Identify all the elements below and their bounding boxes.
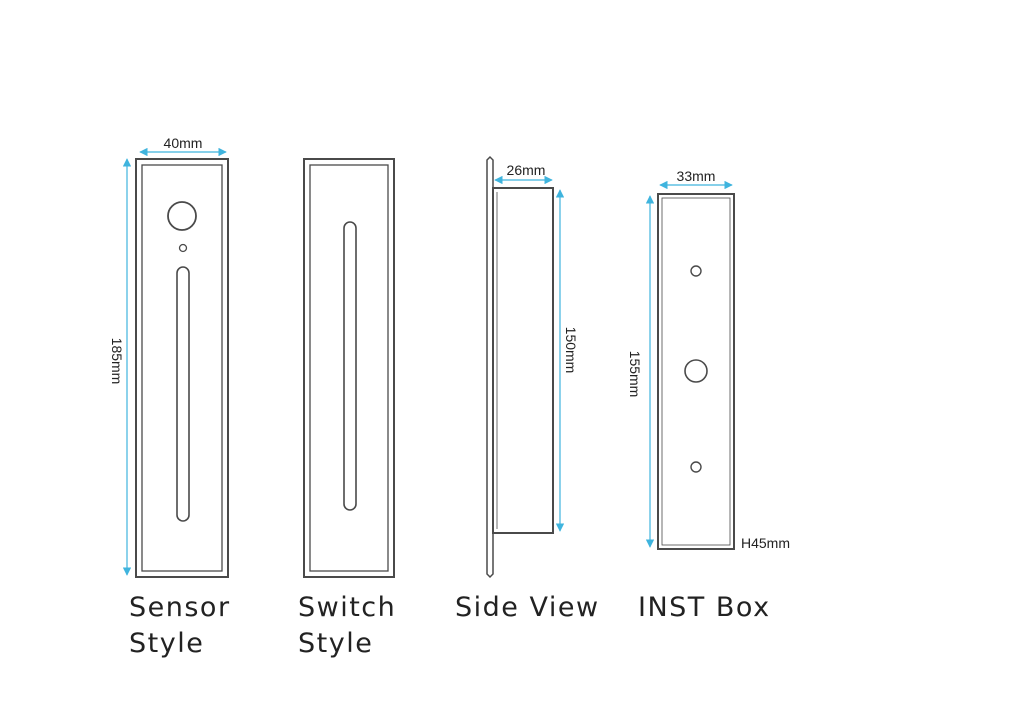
side-depth-label: 26mm: [507, 162, 546, 178]
side-height-label: 150mm: [563, 327, 579, 374]
sensor-lens: [167, 201, 197, 231]
side-view-caption: Side View: [455, 592, 600, 623]
inst-box-view: [657, 193, 735, 550]
inst-box-depth-label: H45mm: [741, 535, 790, 551]
side-height-dimension: 150mm: [555, 189, 579, 532]
sensor-style-view: [135, 158, 229, 578]
side-view: [486, 155, 554, 579]
inst-box-screw-hole-bottom: [690, 461, 702, 473]
inst-box-inner: [661, 197, 731, 546]
inst-box-cable-hole: [684, 359, 708, 383]
switch-light-slot: [343, 221, 357, 511]
side-view-body: [492, 187, 554, 534]
switch-caption-line1: Switch: [298, 592, 397, 623]
sensor-faceplate-inner: [141, 164, 223, 572]
sensor-faceplate-outer: [135, 158, 229, 578]
side-depth-dimension: 26mm: [494, 162, 553, 185]
switch-faceplate-outer: [303, 158, 395, 578]
inst-box-width-dimension: 33mm: [659, 168, 733, 190]
switch-style-view: [303, 158, 395, 578]
sensor-light-slot: [176, 266, 190, 522]
inst-box-caption: INST Box: [638, 592, 771, 623]
sensor-width-label: 40mm: [164, 135, 203, 151]
inst-box-height-dimension: 155mm: [627, 195, 655, 548]
sensor-caption-line2: Style: [129, 628, 205, 659]
inst-box-height-label: 155mm: [627, 351, 643, 398]
switch-caption-line2: Style: [298, 628, 374, 659]
inst-box-outer: [657, 193, 735, 550]
sensor-height-dimension: 185mm: [109, 158, 132, 576]
side-view-faceplate: [486, 155, 494, 579]
sensor-width-dimension: 40mm: [139, 135, 227, 157]
sensor-indicator-dot: [178, 243, 188, 253]
sensor-height-label: 185mm: [109, 338, 125, 385]
switch-faceplate-inner: [309, 164, 389, 572]
inst-box-width-label: 33mm: [677, 168, 716, 184]
sensor-caption-line1: Sensor: [129, 592, 231, 623]
inst-box-screw-hole-top: [690, 265, 702, 277]
